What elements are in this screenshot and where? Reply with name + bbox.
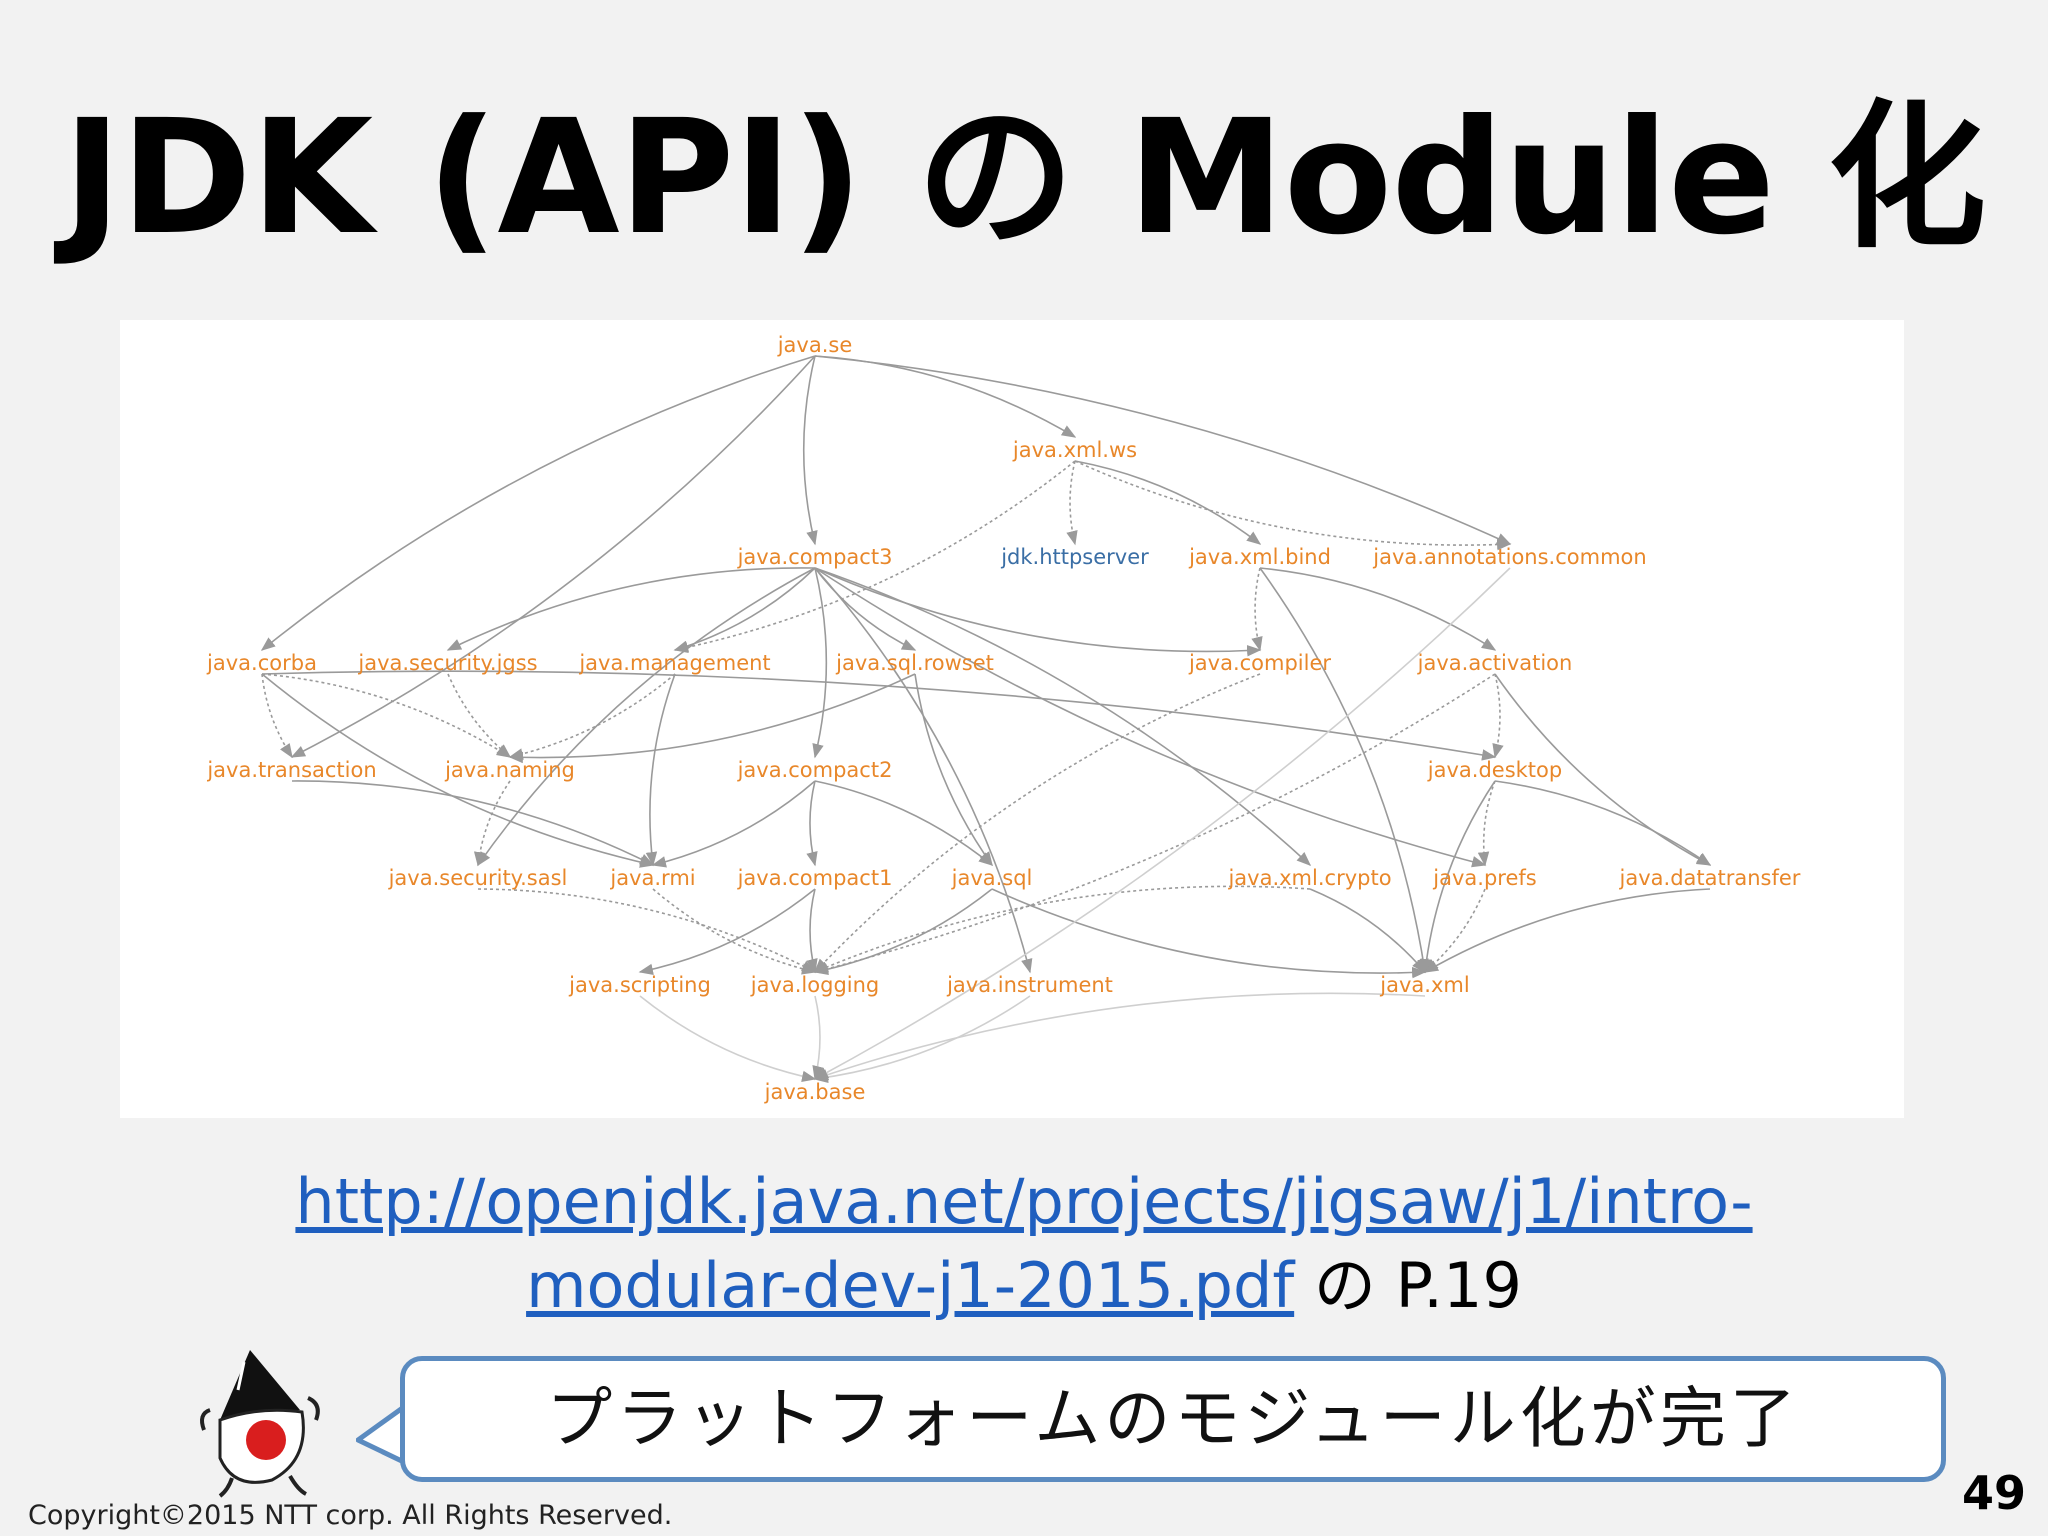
edge-xml-to-base — [813, 992, 1426, 1081]
module-node-prefs: java.prefs — [1432, 866, 1536, 890]
edge-xmlws-to-annotations — [1074, 460, 1512, 551]
edge-xmlws-to-management — [673, 460, 1076, 653]
edge-compact1-to-scripting — [638, 888, 816, 975]
edge-xmlbind-to-activation — [1259, 567, 1497, 651]
module-node-annotations: java.annotations.common — [1372, 545, 1646, 569]
edge-compact3-to-compiler — [814, 567, 1262, 657]
module-graph-svg: java.se java.xml.ws java.compact3 jdk.https… — [206, 333, 1801, 1104]
module-node-base: java.base — [764, 1080, 866, 1104]
edge-compact2-to-compact1 — [806, 780, 818, 867]
edge-xmlcrypto-to-xml — [1309, 888, 1426, 974]
edge-se-to-xmlws — [814, 355, 1077, 438]
edge-corba-to-transaction — [261, 673, 293, 759]
module-node-corba: java.corba — [206, 651, 317, 675]
edge-compact3-to-rowset — [814, 567, 917, 651]
edge-xmlws-to-xmlbind — [1074, 460, 1262, 545]
edge-scripting-to-base — [639, 995, 817, 1082]
edge-compact2-to-sql — [814, 780, 994, 866]
edge-rmi-to-logging — [652, 888, 817, 975]
edge-layer — [260, 355, 1712, 1083]
source-caption: http://openjdk.java.net/projects/jigsaw/… — [0, 1160, 2048, 1328]
edge-desktop-to-xml — [1420, 780, 1496, 974]
module-node-naming: java.naming — [444, 758, 575, 782]
edge-compiler-to-logging — [814, 673, 1261, 974]
edge-transaction-to-rmi — [291, 780, 655, 866]
edge-activation-to-desktop — [1492, 673, 1504, 759]
edge-xmlws-to-httpserver — [1066, 460, 1078, 546]
edge-management-to-rmi — [645, 673, 676, 867]
edge-xmlbind-to-xml — [1259, 567, 1429, 974]
edge-annotations-to-base — [813, 567, 1511, 1080]
edge-se-to-corba — [260, 355, 816, 651]
module-node-logging: java.logging — [750, 973, 880, 997]
module-node-datatransfer: java.datatransfer — [1619, 866, 1801, 890]
module-node-xmlcrypto: java.xml.crypto — [1227, 866, 1391, 890]
module-node-instrument: java.instrument — [946, 973, 1113, 997]
module-node-jgss: java.security.jgss — [357, 651, 537, 675]
speech-bubble-tail-icon — [356, 1401, 408, 1467]
edge-se-to-compact3 — [802, 355, 818, 546]
edge-naming-to-sasl — [473, 780, 511, 867]
duke-mascot-icon — [200, 1350, 320, 1498]
module-node-rmi: java.rmi — [609, 866, 695, 890]
module-node-xmlws: java.xml.ws — [1012, 438, 1137, 462]
edge-compact3-to-instrument — [814, 567, 1033, 974]
edge-se-to-annotations — [814, 355, 1512, 545]
edge-activation-to-logging — [813, 673, 1496, 975]
edge-xmlbind-to-compiler — [1251, 567, 1263, 652]
module-node-rowset: java.sql.rowset — [835, 651, 994, 675]
edge-instrument-to-base — [813, 995, 1031, 1083]
module-node-httpserver: jdk.httpserver — [1000, 545, 1149, 569]
slide-title: JDK (API) の Module 化 — [62, 86, 1986, 270]
node-layer: java.se java.xml.ws java.compact3 jdk.https… — [206, 333, 1801, 1104]
edge-corba-to-naming — [261, 673, 512, 758]
edge-sasl-to-logging — [477, 888, 817, 973]
page-number: 49 — [1961, 1466, 2026, 1520]
edge-desktop-to-prefs — [1477, 780, 1496, 867]
edge-logging-to-base — [812, 995, 824, 1081]
edge-rowset-to-naming — [508, 673, 916, 764]
speech-bubble: プラットフォームのモジュール化が完了 — [400, 1356, 1946, 1482]
edge-activation-to-datatransfer — [1494, 673, 1712, 866]
copyright-notice: Copyright©2015 NTT corp. All Rights Rese… — [28, 1500, 673, 1531]
module-node-transaction: java.transaction — [206, 758, 376, 782]
module-node-sql: java.sql — [951, 866, 1033, 890]
module-node-sasl: java.security.sasl — [388, 866, 568, 890]
module-node-desktop: java.desktop — [1427, 758, 1562, 782]
module-node-xml: java.xml — [1379, 973, 1469, 997]
edge-compact3-to-sasl — [477, 567, 816, 867]
edge-rowset-to-sql — [914, 673, 993, 867]
edge-xmlcrypto-to-logging — [813, 885, 1311, 973]
edge-prefs-to-xml — [1423, 888, 1486, 973]
source-link-line1[interactable]: http://openjdk.java.net/projects/jigsaw/… — [295, 1165, 1753, 1238]
edge-compact3-to-jgss — [446, 567, 816, 651]
module-node-xmlbind: java.xml.bind — [1188, 545, 1331, 569]
edge-compact2-to-rmi — [651, 780, 816, 868]
source-link-line2[interactable]: modular-dev-j1-2015.pdf — [526, 1249, 1295, 1322]
edge-compact3-to-prefs — [814, 567, 1487, 868]
caption-suffix: の P.19 — [1294, 1249, 1522, 1322]
edge-corba-to-desktop — [261, 670, 1497, 761]
edge-sql-to-xml — [991, 888, 1427, 979]
module-node-compact1: java.compact1 — [737, 866, 893, 890]
module-node-compact2: java.compact2 — [737, 758, 893, 782]
module-node-activation: java.activation — [1417, 651, 1573, 675]
module-node-compiler: java.compiler — [1188, 651, 1331, 675]
edge-compact3-to-xmlcrypto — [814, 567, 1312, 866]
module-node-management: java.management — [578, 651, 770, 675]
module-node-se: java.se — [777, 333, 853, 357]
edge-compact3-to-compact2 — [812, 567, 828, 759]
edge-corba-to-rmi — [261, 673, 655, 868]
edge-compact1-to-logging — [806, 888, 818, 974]
edge-datatransfer-to-xml — [1423, 888, 1711, 973]
edge-desktop-to-datatransfer — [1494, 780, 1712, 866]
module-graph-diagram: java.se java.xml.ws java.compact3 jdk.https… — [120, 320, 1904, 1118]
module-node-compact3: java.compact3 — [737, 545, 893, 569]
edge-sql-to-logging — [813, 888, 993, 976]
edge-jgss-to-naming — [447, 673, 512, 758]
module-node-scripting: java.scripting — [568, 973, 711, 997]
edge-se-to-transaction — [290, 355, 816, 758]
edge-management-to-naming — [508, 673, 676, 760]
